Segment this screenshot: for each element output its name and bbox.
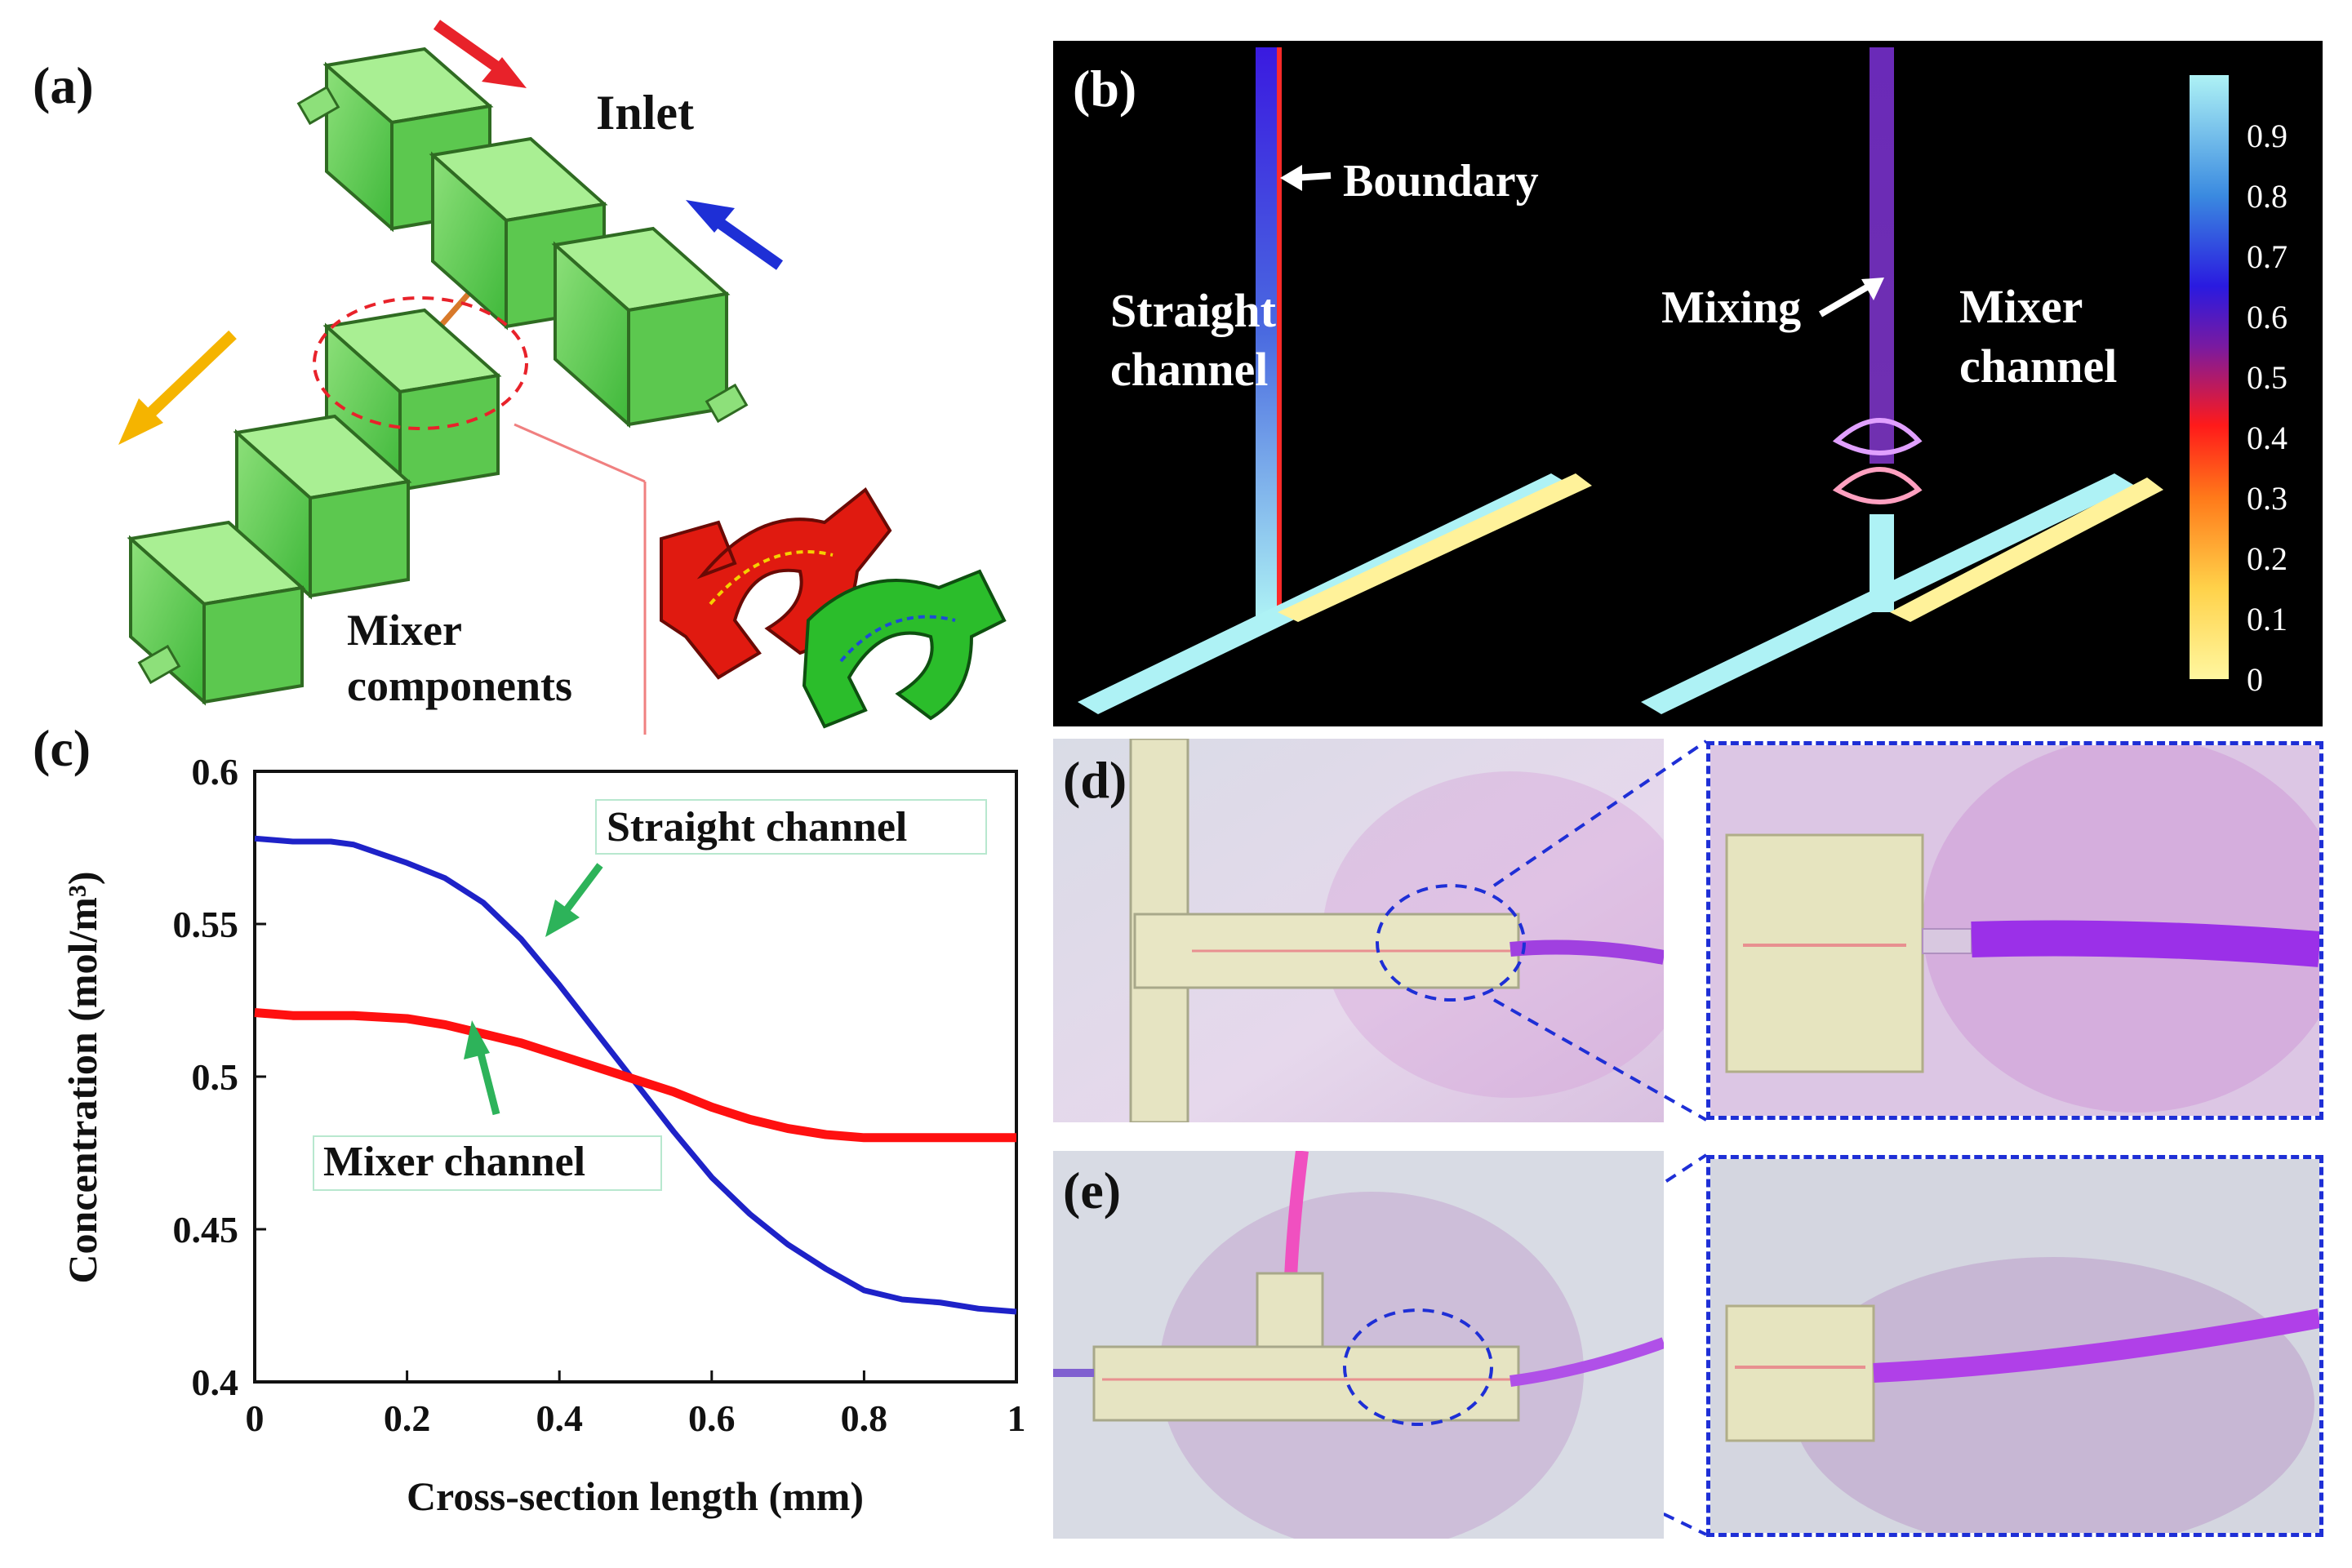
boundary-arrow	[1280, 165, 1332, 191]
y-tick-label: 0.55	[173, 904, 239, 945]
device-body	[1092, 1345, 1520, 1422]
blue-inlet-arrow	[686, 200, 784, 270]
cube-module	[551, 226, 731, 429]
simulation-render: (b) Boundary Mixing Straight channel Mix…	[1073, 47, 2288, 714]
panel-b-label: (b)	[1073, 60, 1136, 118]
straight-annotation-box	[595, 799, 987, 855]
purple-tube	[1971, 920, 2319, 967]
straight-annotation-label: Straight channel	[607, 804, 907, 851]
series-line-mixer-channel	[254, 1007, 1016, 1143]
panel-c: (c) 0.4 0.45 0.5 0.55 0.6 0 0.2 0.4 0.6 0.8 1 Str…	[0, 718, 1045, 1559]
panel-d-label: (d)	[1063, 751, 1127, 809]
colorbar-tick-label: 0	[2247, 661, 2263, 698]
purple-tube	[1873, 1308, 2319, 1383]
mixer-highlight-circle	[313, 296, 528, 430]
mixer-annotation-box	[313, 1135, 662, 1191]
purple-tube	[1509, 939, 1664, 965]
panel-a-label: (a)	[33, 56, 94, 114]
panel-e-zoom	[1706, 1155, 2323, 1537]
photo-e: (e)	[1053, 1151, 1664, 1539]
x-axis: 0 0.2 0.4 0.6 0.8 1	[246, 1370, 1026, 1439]
colorbar-tick-label: 0.1	[2247, 601, 2288, 637]
colorbar-tick-label: 0.7	[2247, 238, 2288, 275]
x-tick-label: 0.6	[688, 1397, 736, 1439]
x-tick-label: 1	[1007, 1397, 1026, 1439]
x-tick-label: 0.4	[536, 1397, 583, 1439]
red-inlet-arrow	[433, 20, 527, 88]
device-block	[1725, 1304, 1875, 1442]
straight-channel-label-line2: channel	[1110, 343, 1268, 396]
colorbar-tick-label: 0.4	[2247, 420, 2288, 456]
straight-channel-inlet-right	[1278, 473, 1592, 622]
x-tick-label: 0.8	[841, 1397, 888, 1439]
chart-series	[254, 835, 1017, 1315]
panel-c-label: (c)	[33, 719, 91, 777]
panel-b: (b) Boundary Mixing Straight channel Mix…	[1053, 41, 2323, 726]
panel-e: (e)	[1053, 1151, 1664, 1539]
colorbar-tick-label: 0.8	[2247, 178, 2288, 215]
mixer-channel-outlet	[1870, 47, 1894, 464]
cube-module	[233, 414, 412, 600]
colorbar	[2190, 75, 2229, 679]
y-axis-label: Concentration (mol/m³)	[60, 871, 105, 1283]
colorbar-ticks: 0.9 0.8 0.7 0.6 0.5 0.4 0.3 0.2 0.1 0	[2247, 118, 2288, 698]
colorbar-tick-label: 0.5	[2247, 359, 2288, 396]
straight-annotation-arrow	[545, 863, 603, 937]
y-tick-label: 0.5	[192, 1056, 239, 1098]
mixer-channel-label-line2: channel	[1959, 340, 2117, 393]
colorbar-tick-label: 0.3	[2247, 480, 2288, 517]
orange-outlet-arrow	[118, 330, 237, 445]
mixer-channel-label-line1: Mixer	[1959, 280, 2083, 333]
mixer-components-label-line1: Mixer	[347, 606, 462, 655]
x-axis-label: Cross-section length (mm)	[407, 1473, 864, 1519]
mixer-assembly-illustration: Inlet Mixer components	[118, 20, 1007, 735]
zoom-circle	[1376, 884, 1526, 1002]
y-tick-label: 0.6	[192, 751, 239, 793]
panel-d-zoom	[1706, 741, 2323, 1120]
colorbar-tick-label: 0.9	[2247, 118, 2288, 154]
mixer-annotation-label: Mixer channel	[323, 1139, 585, 1185]
zoom-circle	[1343, 1308, 1493, 1426]
photo-d-zoom	[1710, 745, 2319, 1116]
inlet-label: Inlet	[596, 86, 694, 140]
cube-module	[127, 520, 306, 706]
concentration-chart: 0.4 0.45 0.5 0.55 0.6 0 0.2 0.4 0.6 0.8 1 Straigh…	[60, 751, 1026, 1519]
mixer-components-label-line2: components	[347, 661, 572, 710]
photo-d: (d)	[1053, 739, 1664, 1122]
y-tick-label: 0.4	[192, 1361, 239, 1403]
mixer-element-render	[1832, 418, 1923, 504]
purple-tube	[1509, 1337, 1664, 1387]
mixer-channel-inlet-right	[1890, 478, 2163, 622]
panel-e-label: (e)	[1063, 1162, 1121, 1219]
mixing-label: Mixing	[1661, 282, 1801, 333]
mixer-annotation-arrow	[464, 1020, 500, 1116]
x-tick-label: 0.2	[384, 1397, 431, 1439]
y-axis: 0.4 0.45 0.5 0.55 0.6	[173, 751, 266, 1403]
straight-channel-outlet	[1256, 47, 1280, 619]
photo-e-zoom	[1710, 1159, 2319, 1533]
colorbar-tick-label: 0.6	[2247, 299, 2288, 335]
colorbar-tick-label: 0.2	[2247, 540, 2288, 577]
y-tick-label: 0.45	[173, 1209, 239, 1250]
panel-a: (a)	[0, 0, 1053, 735]
panel-d: (d)	[1053, 739, 1664, 1122]
straight-channel-label-line1: Straight	[1110, 284, 1277, 337]
x-tick-label: 0	[246, 1397, 265, 1439]
boundary-label: Boundary	[1343, 156, 1539, 207]
device-block	[1725, 833, 1924, 1073]
mixer-channel-inlet-left	[1641, 473, 2135, 714]
mixing-arrow	[1818, 278, 1884, 318]
green-mixer-component	[802, 569, 1007, 729]
